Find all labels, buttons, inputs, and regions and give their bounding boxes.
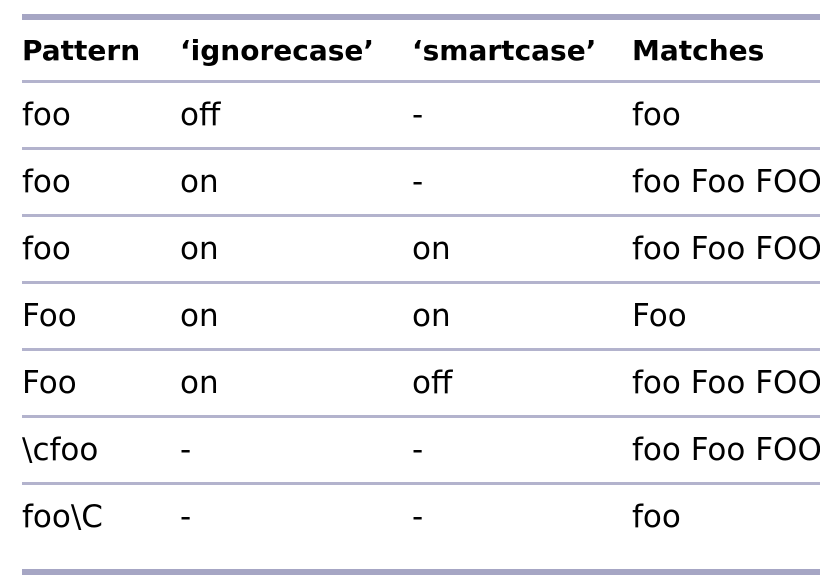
header-pattern: Pattern	[22, 33, 141, 67]
cell-pattern: foo	[22, 83, 180, 150]
header-ignorecase: ‘ignorecase’	[180, 33, 375, 67]
cell-smartcase: -	[412, 499, 424, 535]
case-sensitivity-table: Pattern ‘ignorecase’ ‘smartcase’ Matches…	[22, 14, 820, 575]
cell-matches: foo Foo FOO	[632, 148, 820, 217]
cell-matches: foo	[632, 499, 681, 535]
table-top-rule	[22, 14, 820, 20]
cell-matches: foo	[632, 83, 820, 150]
table-row: foo on - foo Foo FOO	[22, 148, 820, 217]
cell-smartcase: on	[412, 282, 632, 351]
cell-pattern: foo	[22, 215, 180, 284]
cell-pattern: Foo	[22, 282, 180, 351]
cell-matches: foo Foo FOO	[632, 416, 820, 485]
cell-smartcase: off	[412, 349, 632, 418]
cell-ignorecase: off	[180, 83, 412, 150]
cell-ignorecase: on	[180, 215, 412, 284]
cell-smartcase: -	[412, 83, 632, 150]
cell-smartcase: -	[412, 416, 632, 485]
cell-matches: Foo	[632, 282, 820, 351]
table-row: foo\C - - foo	[22, 484, 820, 550]
table-row: foo on on foo Foo FOO	[22, 215, 820, 284]
header-matches: Matches	[632, 33, 765, 67]
cell-pattern: Foo	[22, 349, 180, 418]
cell-ignorecase: -	[180, 416, 412, 485]
cell-pattern: foo\C	[22, 499, 103, 535]
table-header-row: Pattern ‘ignorecase’ ‘smartcase’ Matches	[22, 20, 820, 80]
cell-ignorecase: -	[180, 499, 192, 535]
header-smartcase: ‘smartcase’	[412, 33, 597, 67]
table-row: \cfoo - - foo Foo FOO	[22, 416, 820, 485]
cell-smartcase: -	[412, 148, 632, 217]
cell-smartcase: on	[412, 215, 632, 284]
cell-pattern: \cfoo	[22, 416, 180, 485]
table: Pattern ‘ignorecase’ ‘smartcase’ Matches…	[22, 20, 820, 549]
cell-ignorecase: on	[180, 148, 412, 217]
table-row: Foo on on Foo	[22, 282, 820, 351]
cell-matches: foo Foo FOO	[632, 349, 820, 418]
cell-ignorecase: on	[180, 282, 412, 351]
table-bottom-rule	[22, 569, 820, 575]
header-rule	[22, 80, 820, 83]
cell-ignorecase: on	[180, 349, 412, 418]
table-row: foo off - foo	[22, 83, 820, 150]
cell-pattern: foo	[22, 148, 180, 217]
table-row: Foo on off foo Foo FOO	[22, 349, 820, 418]
cell-matches: foo Foo FOO	[632, 215, 820, 284]
